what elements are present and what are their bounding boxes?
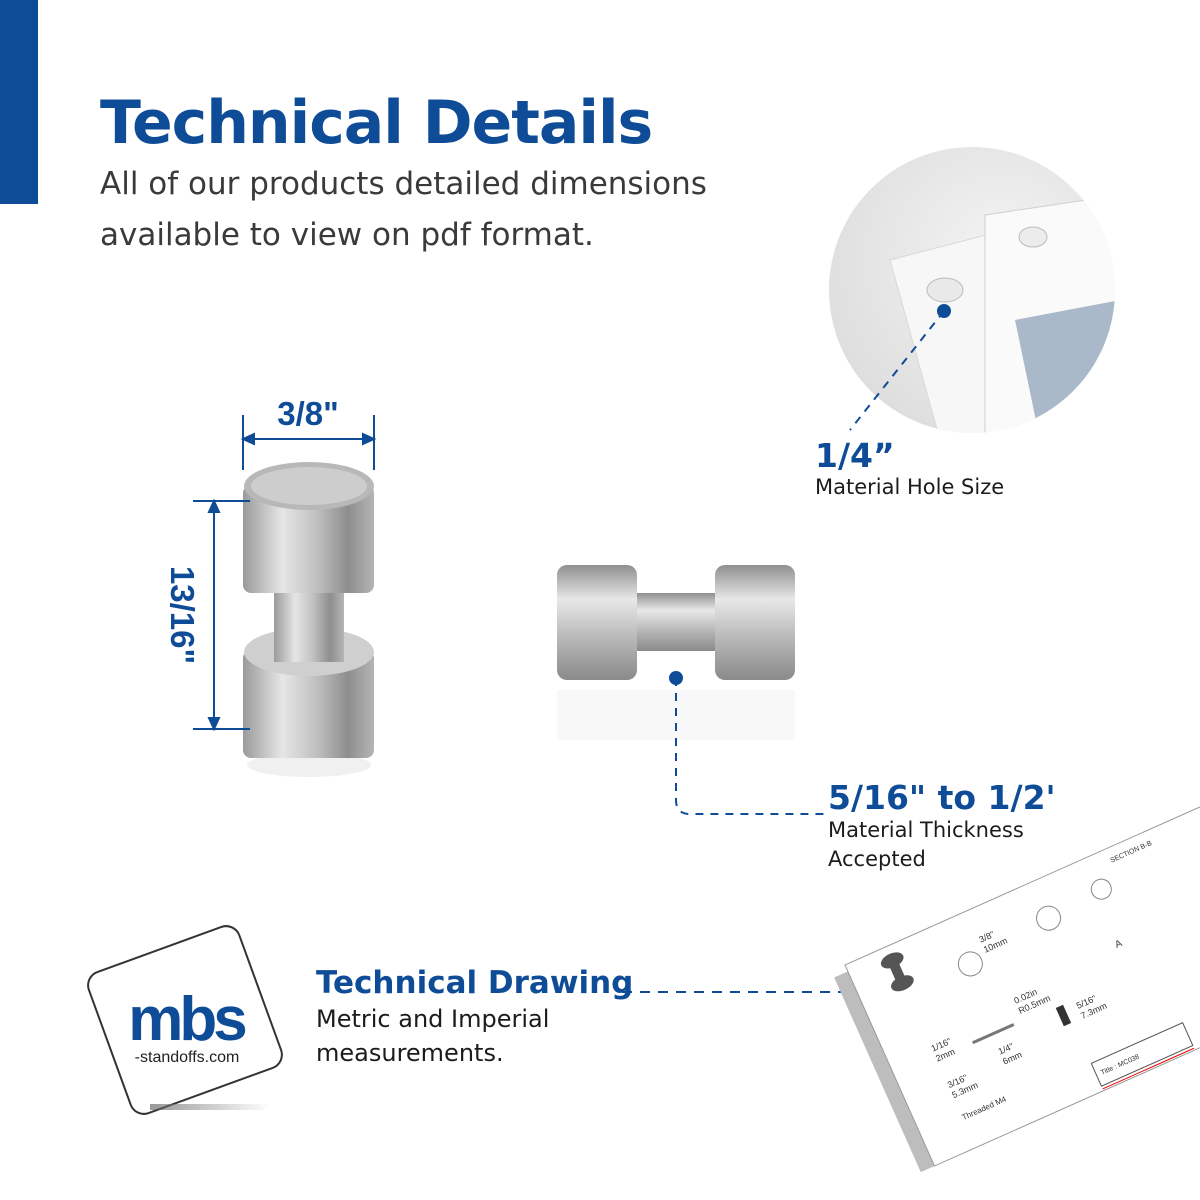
subtitle-line-1: All of our products detailed dimensions [100, 166, 707, 202]
technical-drawing-sheet: 3/8" 10mm 0.02in R0.5mm 1/16" 2mm 3/16" … [834, 773, 1200, 1173]
company-logo [87, 925, 283, 1115]
page-title: Technical Details [100, 88, 653, 158]
drawing-leader [622, 985, 867, 999]
standoff-front-view [243, 462, 374, 777]
height-label: 13/16" [164, 566, 201, 664]
logo-mark: mbs [128, 985, 249, 1054]
drawing-label-line-1: Metric and Imperial [316, 1005, 550, 1033]
accent-bar [0, 0, 38, 204]
dimension-lines [193, 415, 377, 732]
svg-text:mbs: mbs [128, 985, 245, 1054]
thickness-leader [669, 671, 825, 815]
drawing-title: Technical Drawing [316, 965, 634, 1001]
subtitle-line-2: available to view on pdf format. [100, 217, 594, 253]
hole-closeup-photo [829, 147, 1115, 433]
svg-text:A: A [1113, 938, 1124, 951]
hole-size-value: 1/4” [815, 436, 895, 475]
logo-text: -standoffs.com [135, 1049, 240, 1066]
thickness-value: 5/16" to 1/2' [828, 778, 1056, 817]
thickness-label-line-1: Material Thickness [828, 818, 1024, 842]
drawing-label-line-2: measurements. [316, 1039, 504, 1067]
hole-size-leader [849, 304, 951, 431]
diameter-label: 3/8" [277, 395, 339, 432]
thickness-label-line-2: Accepted [828, 847, 926, 871]
hole-size-label: Material Hole Size [815, 475, 1005, 499]
